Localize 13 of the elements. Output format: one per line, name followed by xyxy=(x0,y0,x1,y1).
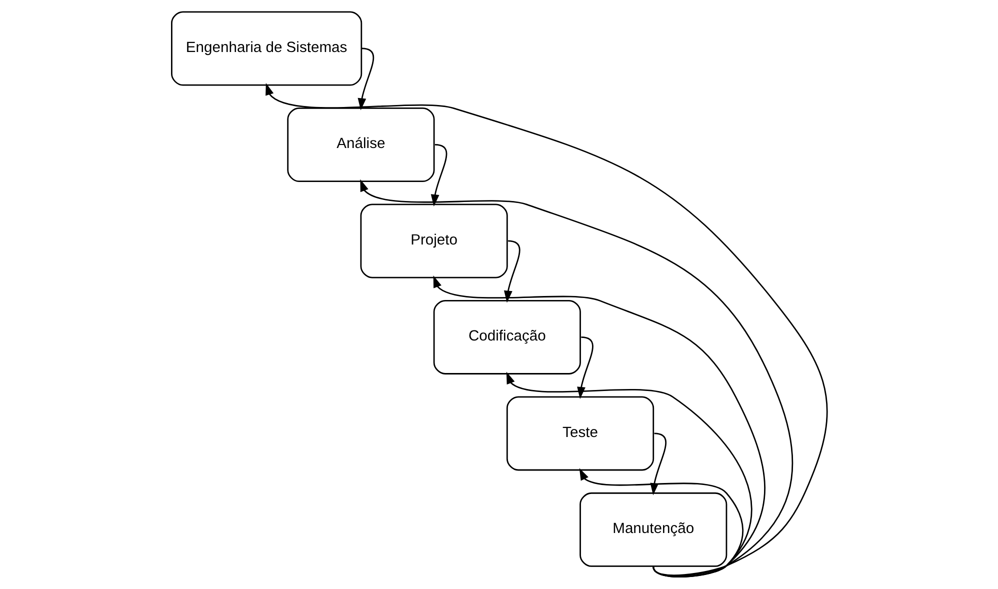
node-box: Manutenção xyxy=(579,492,727,567)
arrow xyxy=(357,48,374,110)
arrow xyxy=(265,83,828,576)
node-box: Análise xyxy=(286,107,434,182)
node-box: Codificação xyxy=(432,300,580,374)
arrow xyxy=(432,276,765,578)
node-box: Projeto xyxy=(360,204,508,278)
node-box: Engenharia de Sistemas xyxy=(170,11,362,86)
node-box: Teste xyxy=(506,396,654,471)
arrow xyxy=(360,179,793,576)
arrow xyxy=(430,144,447,206)
arrow xyxy=(506,372,752,578)
arrow xyxy=(578,468,743,578)
